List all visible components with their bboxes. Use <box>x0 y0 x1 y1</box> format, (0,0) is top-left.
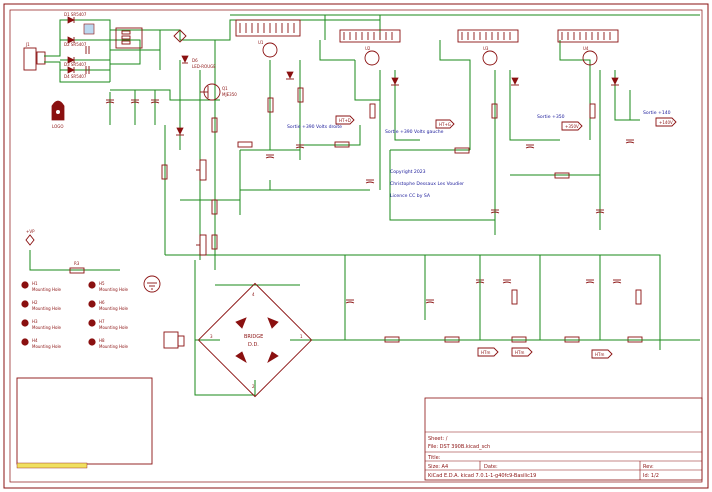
svg-text:+VP: +VP <box>26 229 35 234</box>
svg-text:D2 SR5407: D2 SR5407 <box>64 42 87 47</box>
author-note: Christophe Dessaux Les Voudier <box>390 181 464 187</box>
svg-text:D1 SR5407: D1 SR5407 <box>64 12 87 17</box>
svg-text:H8: H8 <box>99 338 105 343</box>
q1-part: MJE350 <box>222 92 237 97</box>
svg-text:Mounting Hole: Mounting Hole <box>32 325 62 330</box>
u4-label: U4 <box>583 46 589 51</box>
tb-kicad: KiCad E.D.A. kicad 7.0.1-1-g40fc9-Basili… <box>428 473 536 479</box>
output-label-390-right: Sortie +390 Volts droite <box>287 124 342 130</box>
svg-text:Mounting Hole: Mounting Hole <box>99 306 129 311</box>
regulator-stage-1: U1 <box>235 19 301 58</box>
supply-flag: +VP <box>25 229 35 246</box>
net-tag-140: +140V <box>655 117 677 127</box>
bridge-rectifier: BRIDGE D.D. 3 1 4 2 <box>194 255 700 398</box>
sheet-inner-border <box>9 9 703 483</box>
svg-text:HTm: HTm <box>595 352 604 357</box>
svg-text:Mounting Hole: Mounting Hole <box>99 344 129 349</box>
svg-text:1: 1 <box>300 334 303 339</box>
net-tag-350: +350V <box>561 121 583 131</box>
svg-text:HTm: HTm <box>515 350 524 355</box>
svg-text:D4 SR5407: D4 SR5407 <box>64 74 87 79</box>
svg-text:Mounting Hole: Mounting Hole <box>32 287 62 292</box>
tb-title: Title: <box>427 455 441 461</box>
svg-text:H4: H4 <box>32 338 38 343</box>
svg-text:+140V: +140V <box>659 120 673 125</box>
regulator-stage-4: U4 <box>557 29 619 66</box>
filter-capacitors <box>105 99 635 304</box>
svg-text:HT+G: HT+G <box>439 122 451 127</box>
regulator-stage-3: U3 <box>457 29 519 66</box>
tb-size: Size: A4 <box>428 464 448 470</box>
svg-text:Mounting Hole: Mounting Hole <box>99 287 129 292</box>
output-label-140: Sortie +140 <box>643 110 671 116</box>
tb-date: Date: <box>484 464 498 470</box>
net-tag-ht-d: HT+D <box>335 115 355 125</box>
transformer-connector <box>163 331 185 349</box>
svg-text:H2: H2 <box>32 300 38 305</box>
license-note: Licence CC by SA <box>390 193 431 199</box>
trimmer-potentiometers <box>196 159 207 256</box>
d6-part: LED-ROUGE <box>192 64 216 69</box>
sheet-file-tag <box>16 462 88 469</box>
u1-label: U1 <box>258 40 264 45</box>
svg-text:H1: H1 <box>32 281 38 286</box>
u3-label: U3 <box>483 46 489 51</box>
q1-label: Q1 <box>222 86 228 91</box>
svg-text:H7: H7 <box>99 319 105 324</box>
svg-text:D3 SR5407: D3 SR5407 <box>64 62 87 67</box>
net-tag-ht-g: HT+G <box>435 119 455 129</box>
test-point-diamond <box>173 29 187 43</box>
tb-file: File: DST 390B.kicad_sch <box>428 444 490 450</box>
svg-text:+350V: +350V <box>565 124 579 129</box>
svg-text:H5: H5 <box>99 281 105 286</box>
svg-text:2: 2 <box>252 384 255 389</box>
d6-led: D6 LED-ROUGE <box>181 55 216 69</box>
d6-label: D6 <box>192 58 198 63</box>
low-voltage-tags: HTm HTm HTm <box>477 347 613 359</box>
svg-text:H6: H6 <box>99 300 105 305</box>
svg-text:J1: J1 <box>25 42 30 47</box>
output-label-390-left: Sortie +390 Volts gauche <box>385 129 444 135</box>
sheet-border <box>3 3 709 489</box>
ground-symbol <box>143 275 161 293</box>
svg-text:4: 4 <box>252 292 255 297</box>
svg-text:BRIDGE: BRIDGE <box>244 334 263 340</box>
tb-id: Id: 1/2 <box>643 473 659 479</box>
svg-text:H3: H3 <box>32 319 38 324</box>
svg-text:LOGO: LOGO <box>52 124 63 129</box>
mounting-holes: H1 Mounting Hole H2 Mounting Hole H3 Mou… <box>21 281 129 349</box>
regulator-stage-2: U2 <box>339 29 401 66</box>
u2-label: U2 <box>365 46 371 51</box>
copyright-note: Copyright 2023 <box>390 169 426 175</box>
title-block: Sheet: / File: DST 390B.kicad_sch Title:… <box>424 397 703 481</box>
tb-rev: Rev: <box>643 464 654 470</box>
output-label-350: Sortie +350 <box>537 114 565 120</box>
r3-label: R3 <box>74 261 80 266</box>
svg-text:HTm: HTm <box>481 350 490 355</box>
zener-diodes <box>176 71 619 136</box>
svg-text:HT+D: HT+D <box>339 118 351 123</box>
svg-text:Mounting Hole: Mounting Hole <box>99 325 129 330</box>
svg-text:D.D.: D.D. <box>248 342 259 348</box>
logo-symbol: LOGO <box>51 100 65 129</box>
svg-text:Mounting Hole: Mounting Hole <box>32 344 62 349</box>
tb-sheet: Sheet: / <box>428 436 448 442</box>
svg-text:Mounting Hole: Mounting Hole <box>32 306 62 311</box>
svg-text:3: 3 <box>210 334 213 339</box>
q1-transistor: Q1 MJE350 <box>200 83 237 101</box>
